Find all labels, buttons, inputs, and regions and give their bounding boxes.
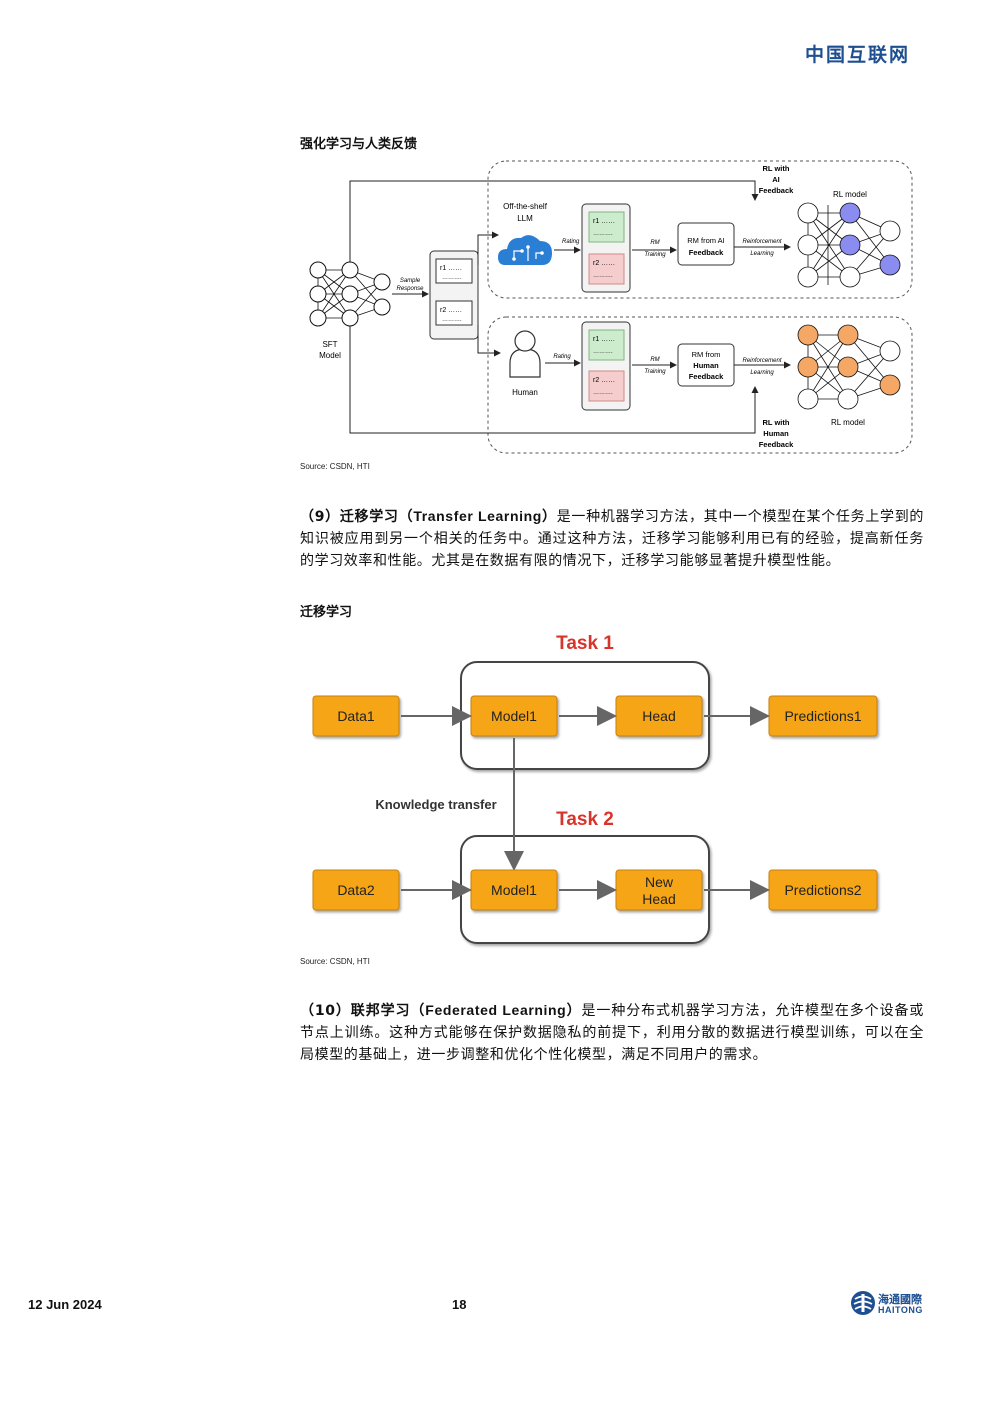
- haitong-logo: 海通國際 HAITONG: [850, 1290, 930, 1318]
- svg-text:……….: ……….: [593, 231, 613, 237]
- logo-chinese-text: 海通國際: [878, 1293, 922, 1306]
- para10-body: 是一种分布式机器学习方法，允许模型在多个设备或节点上训练。这种方式能够在保护数据…: [300, 1003, 924, 1063]
- svg-text:Model1: Model1: [491, 708, 537, 724]
- svg-text:r1 ……: r1 ……: [593, 218, 615, 225]
- svg-text:Human: Human: [512, 388, 538, 397]
- rlhf-diagram: SFT Model Sample Response r1 …… ………. r2 …: [309, 160, 913, 454]
- svg-text:r1 ……: r1 ……: [440, 265, 462, 272]
- svg-text:Training: Training: [644, 369, 666, 375]
- svg-text:Human: Human: [763, 429, 789, 438]
- svg-text:RM: RM: [650, 240, 659, 246]
- svg-text:Rating: Rating: [553, 354, 571, 360]
- svg-text:Model1: Model1: [491, 882, 537, 898]
- data2-box: [312, 869, 400, 911]
- svg-text:SFT: SFT: [322, 340, 337, 349]
- svg-text:RL with: RL with: [763, 418, 790, 427]
- svg-text:Predictions2: Predictions2: [784, 882, 861, 898]
- task1-title: Task 1: [556, 633, 614, 654]
- header-title: 中国互联网: [804, 44, 910, 66]
- svg-text:RM from: RM from: [692, 350, 721, 359]
- svg-text:Sample: Sample: [400, 278, 421, 284]
- page-number: 18: [452, 1297, 467, 1312]
- svg-text:RM: RM: [650, 357, 659, 363]
- para9-body: 是一种机器学习方法，其中一个模型在某个任务上学到的知识被应用到另一个相关的任务中…: [300, 509, 925, 569]
- svg-text:Feedback: Feedback: [689, 372, 724, 381]
- svg-text:Human: Human: [693, 361, 719, 370]
- human-icon: [509, 330, 541, 378]
- svg-text:RL model: RL model: [831, 418, 865, 427]
- svg-text:Data1: Data1: [337, 708, 375, 724]
- svg-text:r2 ……: r2 ……: [593, 260, 615, 267]
- para10-term: 联邦学习: [350, 1003, 411, 1019]
- para9-term: 迁移学习: [339, 509, 399, 525]
- ai-feedback-region: [487, 160, 913, 299]
- rl-model-ai-network: [797, 202, 901, 288]
- svg-text:New: New: [645, 874, 674, 890]
- para9-prefix: （9）: [300, 509, 340, 525]
- figure1-caption: 强化学习与人类反馈: [300, 137, 418, 152]
- svg-text:Head: Head: [642, 891, 675, 907]
- svg-text:Data2: Data2: [337, 882, 375, 898]
- human-feedback-region: [487, 316, 913, 454]
- svg-text:Reinforcement: Reinforcement: [742, 239, 781, 245]
- para10-term-en: （Federated Learning）: [410, 1002, 582, 1018]
- figure1-source: Source: CSDN, HTI: [300, 462, 370, 471]
- cloud-icon: [498, 235, 552, 265]
- svg-text:r1 ……: r1 ……: [593, 336, 615, 343]
- svg-text:Predictions1: Predictions1: [784, 708, 861, 724]
- logo-english-text: HAITONG: [878, 1305, 923, 1315]
- para9-term-en: （Transfer Learning）: [398, 508, 557, 524]
- task2-title: Task 2: [556, 809, 614, 830]
- paragraph-federated-learning: （10）联邦学习（Federated Learning）是一种分布式机器学习方法…: [300, 999, 924, 1066]
- svg-text:RL model: RL model: [833, 190, 867, 199]
- svg-text:Learning: Learning: [750, 251, 774, 257]
- svg-text:Rating: Rating: [562, 239, 580, 245]
- svg-text:Feedback: Feedback: [759, 186, 794, 195]
- svg-text:RM from AI: RM from AI: [687, 236, 725, 245]
- svg-text:……….: ……….: [593, 349, 613, 355]
- svg-text:Model: Model: [319, 351, 341, 360]
- svg-text:Reinforcement: Reinforcement: [742, 358, 781, 364]
- svg-text:……….: ……….: [593, 273, 613, 279]
- svg-text:Response: Response: [396, 286, 424, 292]
- knowledge-transfer-label: Knowledge transfer: [375, 797, 496, 812]
- svg-text:……….: ……….: [442, 317, 462, 323]
- svg-text:Learning: Learning: [750, 370, 774, 376]
- svg-text:r2 ……: r2 ……: [440, 307, 462, 314]
- svg-text:Feedback: Feedback: [689, 248, 724, 257]
- rl-model-human-network: [797, 324, 901, 410]
- svg-text:Feedback: Feedback: [759, 440, 794, 449]
- svg-text:……….: ……….: [593, 390, 613, 396]
- data1-box: [312, 695, 400, 737]
- svg-text:Training: Training: [644, 252, 666, 258]
- figure2-caption: 迁移学习: [300, 605, 353, 620]
- svg-text:Off-the-shelf: Off-the-shelf: [503, 202, 548, 211]
- para10-prefix: （10）: [300, 1003, 351, 1019]
- svg-text:LLM: LLM: [517, 214, 533, 223]
- paragraph-transfer-learning: （9）迁移学习（Transfer Learning）是一种机器学习方法，其中一个…: [300, 505, 924, 572]
- figure2-source: Source: CSDN, HTI: [300, 957, 370, 966]
- svg-text:……….: ……….: [442, 275, 462, 281]
- svg-text:AI: AI: [772, 175, 780, 184]
- sft-network: [309, 261, 391, 327]
- svg-text:r2 ……: r2 ……: [593, 377, 615, 384]
- footer-date: 12 Jun 2024: [28, 1297, 102, 1312]
- svg-text:RL with: RL with: [763, 164, 790, 173]
- transfer-learning-diagram: Task 1 Task 2 Data1 Model1 Head Predicti…: [312, 633, 878, 944]
- svg-text:Head: Head: [642, 708, 675, 724]
- haitong-logo-icon: [851, 1291, 875, 1315]
